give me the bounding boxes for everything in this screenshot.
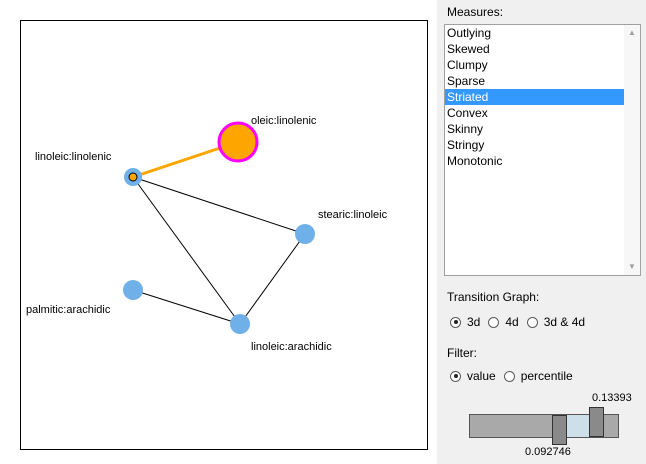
edge-stearic_linoleic-linoleic_arachidic[interactable]: [239, 233, 306, 325]
radio-3d-4d-circle[interactable]: [526, 316, 538, 328]
radio-value-circle[interactable]: [450, 370, 461, 382]
edge-linoleic_linolenic-linoleic_arachidic[interactable]: [132, 176, 241, 325]
filter-options: value percentile: [450, 369, 581, 383]
slider-low-thumb[interactable]: [552, 415, 568, 445]
radio-value-label: value: [467, 369, 496, 383]
measure-item-clumpy[interactable]: Clumpy: [447, 58, 488, 72]
measure-item-skinny[interactable]: Skinny: [447, 122, 484, 136]
measures-label: Measures:: [447, 5, 504, 19]
scroll-up-icon[interactable]: ▲: [628, 28, 636, 37]
edge-linoleic_linolenic-stearic_linoleic[interactable]: [132, 176, 306, 235]
slider-high-thumb[interactable]: [588, 407, 604, 437]
radio-option-3d[interactable]: 3d: [450, 315, 480, 329]
radio-4d-label: 4d: [505, 315, 519, 329]
measure-item-striated[interactable]: Striated: [445, 89, 626, 105]
radio-4d-circle[interactable]: [488, 316, 500, 328]
node-linoleic_arachidic[interactable]: [230, 314, 250, 334]
radio-option-percentile[interactable]: percentile: [503, 369, 573, 383]
measure-item-sparse[interactable]: Sparse: [447, 74, 486, 88]
node-label-linoleic_linolenic: linoleic:linolenic: [35, 151, 112, 163]
radio-3d-circle[interactable]: [450, 316, 461, 328]
transition-graph-label: Transition Graph:: [447, 290, 540, 304]
filter-label: Filter:: [447, 346, 477, 360]
node-linoleic_linolenic-marker: [128, 172, 138, 182]
graph-panel: oleic:linolenic linoleic:linolenic stearic…: [0, 0, 437, 464]
radio-option-4d[interactable]: 4d: [488, 315, 519, 329]
graph-frame: [20, 20, 428, 450]
slider-low-value: 0.092746: [525, 446, 571, 458]
node-oleic_linolenic[interactable]: [217, 121, 259, 163]
slider-high-value: 0.13393: [592, 392, 632, 404]
measures-listbox[interactable]: Outlying Skewed Clumpy Sparse Striated C…: [444, 24, 641, 276]
edge-palmitic_arachidic-linoleic_arachidic[interactable]: [132, 289, 241, 325]
node-label-linoleic_arachidic: linoleic:arachidic: [251, 341, 332, 353]
measures-scrollbar[interactable]: ▲ ▼: [624, 25, 640, 275]
measure-item-skewed[interactable]: Skewed: [447, 42, 490, 56]
radio-option-3d-4d[interactable]: 3d & 4d: [526, 315, 586, 329]
node-label-oleic_linolenic: oleic:linolenic: [251, 115, 317, 127]
transition-graph[interactable]: oleic:linolenic linoleic:linolenic stearic…: [0, 0, 437, 464]
measure-item-convex[interactable]: Convex: [447, 106, 488, 120]
measures-list: Outlying Skewed Clumpy Sparse Striated C…: [445, 25, 626, 169]
measure-item-monotonic[interactable]: Monotonic: [447, 154, 503, 168]
measure-item-stringy[interactable]: Stringy: [447, 138, 485, 152]
radio-3d-label: 3d: [467, 315, 481, 329]
node-label-stearic_linoleic: stearic:linoleic: [318, 209, 388, 221]
radio-percentile-label: percentile: [520, 369, 573, 383]
measure-item-outlying[interactable]: Outlying: [447, 26, 492, 40]
node-palmitic_arachidic[interactable]: [123, 280, 143, 300]
radio-3d-4d-label: 3d & 4d: [543, 315, 586, 329]
node-label-palmitic_arachidic: palmitic:arachidic: [26, 304, 111, 316]
node-stearic_linoleic[interactable]: [295, 224, 315, 244]
slider-selected-range: [559, 415, 597, 437]
scroll-down-icon[interactable]: ▼: [628, 262, 636, 271]
radio-option-value[interactable]: value: [450, 369, 496, 383]
filter-range-slider[interactable]: [469, 407, 619, 445]
radio-percentile-circle[interactable]: [503, 370, 515, 382]
transition-graph-options: 3d 4d 3d & 4d: [450, 315, 593, 329]
